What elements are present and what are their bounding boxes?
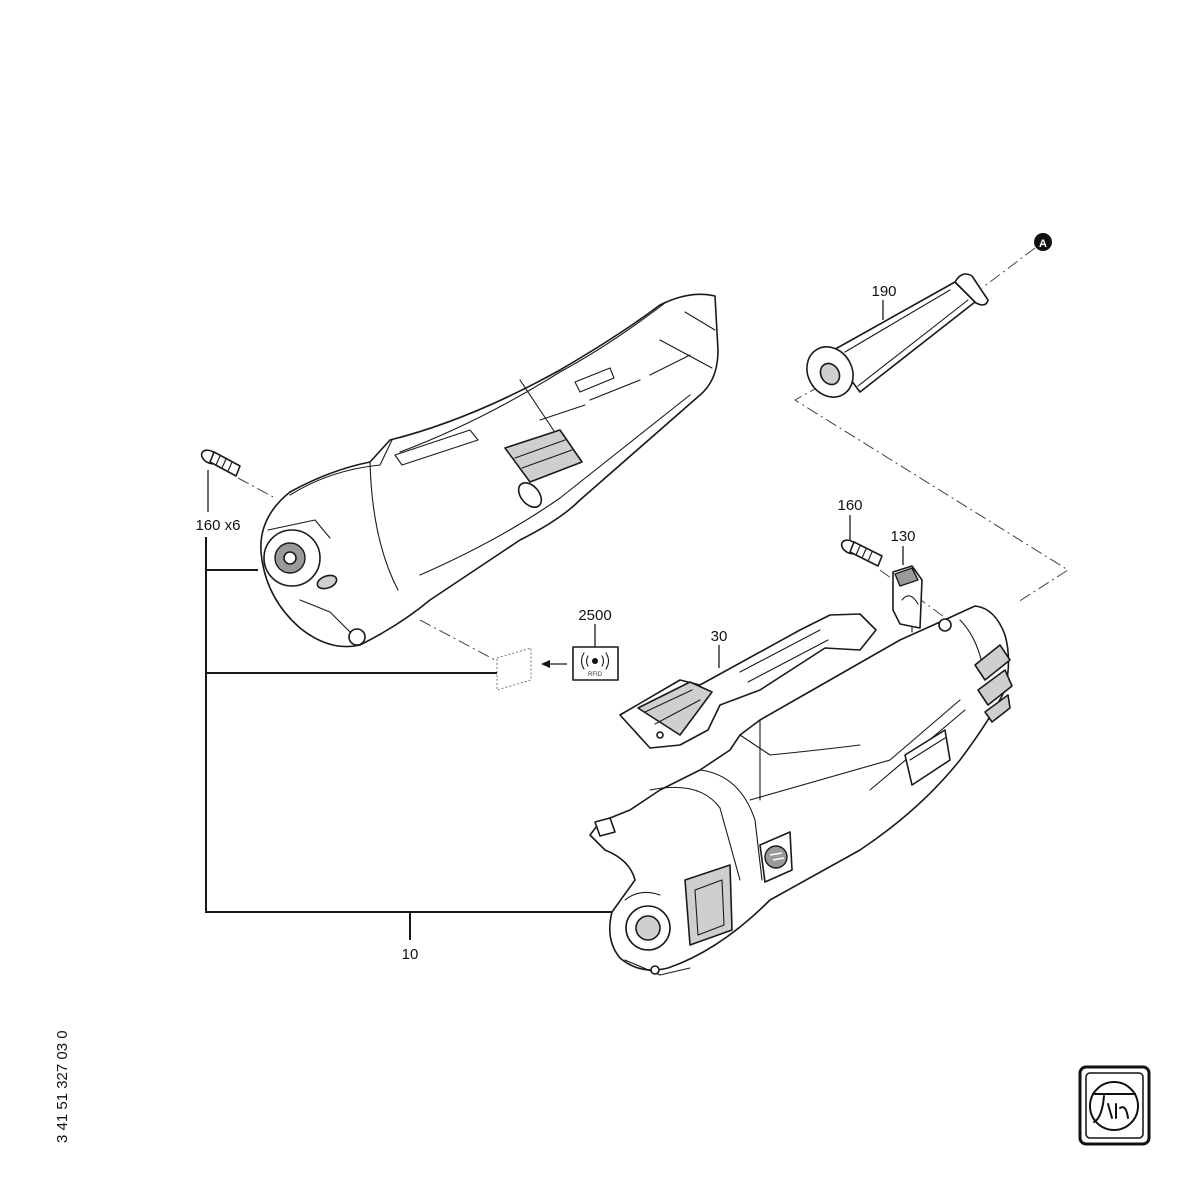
housing-lower-body — [589, 605, 1013, 976]
screw-right-part — [840, 539, 883, 567]
callout-190: 190 — [871, 283, 896, 300]
svg-text:A: A — [1039, 238, 1047, 250]
reference-marker-a: A — [1034, 233, 1052, 251]
rfid-target-patch — [496, 647, 532, 691]
leader-lines — [207, 300, 904, 668]
cable-boot-part — [806, 273, 989, 398]
housing-upper-shell — [260, 293, 719, 648]
callout-160: 160 — [837, 497, 862, 514]
document-number: 3 41 51 327 03 0 — [54, 1030, 71, 1143]
rfid-tag-part: RFID — [572, 646, 619, 681]
svg-text:RFID: RFID — [588, 672, 603, 678]
switch-slider-part — [619, 613, 877, 749]
callout-130: 130 — [890, 528, 915, 545]
callout-10: 10 — [402, 946, 419, 963]
housing-bracket — [205, 537, 612, 940]
callout-2500: 2500 — [578, 607, 611, 624]
callout-160-x6: 160 x6 — [195, 517, 240, 534]
callout-30: 30 — [711, 628, 728, 645]
placement-arrow — [541, 660, 567, 668]
clip-part — [892, 565, 923, 633]
screw-left-part — [200, 449, 241, 477]
fein-logo — [1078, 1065, 1151, 1146]
